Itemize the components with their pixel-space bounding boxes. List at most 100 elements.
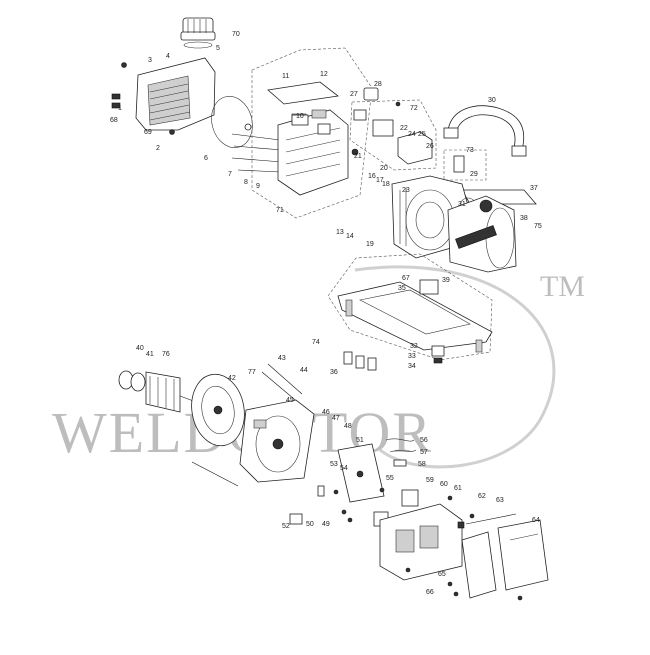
part-label: 20 bbox=[380, 165, 388, 172]
part-label: 21 bbox=[354, 153, 362, 160]
part-label: 57 bbox=[420, 449, 428, 456]
part-label: 39 bbox=[442, 277, 450, 284]
part-label: 47 bbox=[332, 415, 340, 422]
part-label: 55 bbox=[386, 475, 394, 482]
part-label: 4 bbox=[166, 53, 170, 60]
part-label: 56 bbox=[420, 437, 428, 444]
part-label: 11 bbox=[282, 73, 289, 80]
valve-assembly bbox=[349, 87, 437, 171]
part-label: 54 bbox=[340, 465, 348, 472]
part-label: 23 bbox=[402, 187, 410, 194]
part-label: 63 bbox=[496, 497, 504, 504]
watermark-trademark: TM bbox=[540, 270, 585, 303]
part-label: 33 bbox=[408, 353, 416, 360]
part-label: 49 bbox=[322, 521, 330, 528]
part-label: 13 bbox=[336, 229, 344, 236]
part-label: 69 bbox=[144, 129, 152, 136]
part-label: 43 bbox=[278, 355, 286, 362]
part-label: 70 bbox=[232, 31, 240, 38]
part-label: 65 bbox=[438, 571, 446, 578]
part-label: 26 bbox=[426, 143, 434, 150]
o-ring-6 bbox=[211, 96, 253, 148]
bolts-7-8-9 bbox=[231, 123, 283, 173]
part-label: 9 bbox=[256, 183, 260, 190]
part-label: 73 bbox=[466, 147, 474, 154]
part-label: 35 bbox=[398, 285, 406, 292]
part-label: 45 bbox=[286, 397, 294, 404]
part-label: 52 bbox=[282, 523, 290, 530]
pump-housing-cover bbox=[111, 57, 216, 135]
part-label: 10 bbox=[296, 113, 304, 120]
part-number-labels: 70 5 3 4 1 68 69 2 6 11 12 10 7 8 9 27 2… bbox=[110, 31, 542, 596]
part-label: 62 bbox=[478, 493, 486, 500]
part-label: 12 bbox=[320, 71, 328, 78]
part-label: 42 bbox=[228, 375, 236, 382]
part-label: 6 bbox=[204, 155, 208, 162]
part-label: 71 bbox=[276, 207, 284, 214]
rods-43-44 bbox=[191, 363, 303, 487]
part-label: 28 bbox=[374, 81, 382, 88]
part-label: 67 bbox=[402, 275, 410, 282]
part-label: 3 bbox=[148, 57, 152, 64]
part-label: 64 bbox=[532, 517, 540, 524]
part-label: 30 bbox=[488, 97, 496, 104]
part-label: 75 bbox=[534, 223, 542, 230]
part-label: 7 bbox=[228, 171, 232, 178]
part-label: 16 bbox=[368, 173, 376, 180]
part-label: 51 bbox=[356, 437, 364, 444]
shroud-75 bbox=[447, 195, 517, 273]
fan-42 bbox=[191, 373, 245, 447]
part-label: 25 bbox=[418, 131, 426, 138]
base-assembly-box bbox=[327, 253, 493, 361]
part-label: 61 bbox=[454, 485, 462, 492]
part-label: 53 bbox=[330, 461, 338, 468]
part-label: 27 bbox=[350, 91, 358, 98]
cover-51 bbox=[337, 443, 385, 503]
side-panel-64 bbox=[497, 519, 549, 591]
part-label: 32 bbox=[410, 343, 418, 350]
base-plate bbox=[337, 279, 493, 353]
part-label: 17 bbox=[376, 177, 384, 184]
part-label: 36 bbox=[330, 369, 338, 376]
pump-block bbox=[277, 109, 359, 196]
rotor-assembly bbox=[118, 370, 197, 413]
part-label: 37 bbox=[530, 185, 538, 192]
part-label: 40 bbox=[136, 345, 144, 352]
control-box bbox=[379, 503, 465, 581]
filter-cap bbox=[180, 17, 216, 49]
part-label: 8 bbox=[244, 179, 248, 186]
part-label: 68 bbox=[110, 117, 118, 124]
end-bell-45 bbox=[239, 399, 315, 483]
part-label: 59 bbox=[426, 477, 434, 484]
watermark: WELDOCTOR TM bbox=[52, 265, 585, 469]
part-label: 31 bbox=[458, 201, 466, 208]
part-label: 18 bbox=[382, 181, 390, 188]
part-label: 72 bbox=[410, 105, 418, 112]
part-label: 60 bbox=[440, 481, 448, 488]
part-label: 46 bbox=[322, 409, 330, 416]
feet-32-34-36 bbox=[343, 345, 445, 371]
part-label: 38 bbox=[520, 215, 528, 222]
part-label: 76 bbox=[162, 351, 170, 358]
part-label: 29 bbox=[470, 171, 478, 178]
watermark-swoosh bbox=[354, 265, 556, 469]
plate-11 bbox=[267, 81, 339, 135]
part-label: 44 bbox=[300, 367, 308, 374]
panel-62-63 bbox=[461, 513, 517, 599]
part-label: 24 bbox=[408, 131, 416, 138]
part-label: 22 bbox=[400, 125, 408, 132]
carry-handle bbox=[443, 105, 527, 157]
small-screws bbox=[289, 485, 523, 601]
part-label: 58 bbox=[418, 461, 426, 468]
part-label: 48 bbox=[344, 423, 352, 430]
part-label: 34 bbox=[408, 363, 416, 370]
part-label: 14 bbox=[346, 233, 354, 240]
part-label: 41 bbox=[146, 351, 154, 358]
part-label: 74 bbox=[312, 339, 320, 346]
fitting-73 bbox=[443, 149, 487, 181]
part-label: 1 bbox=[118, 105, 122, 112]
part-label: 5 bbox=[216, 45, 220, 52]
part-label: 19 bbox=[366, 241, 374, 248]
